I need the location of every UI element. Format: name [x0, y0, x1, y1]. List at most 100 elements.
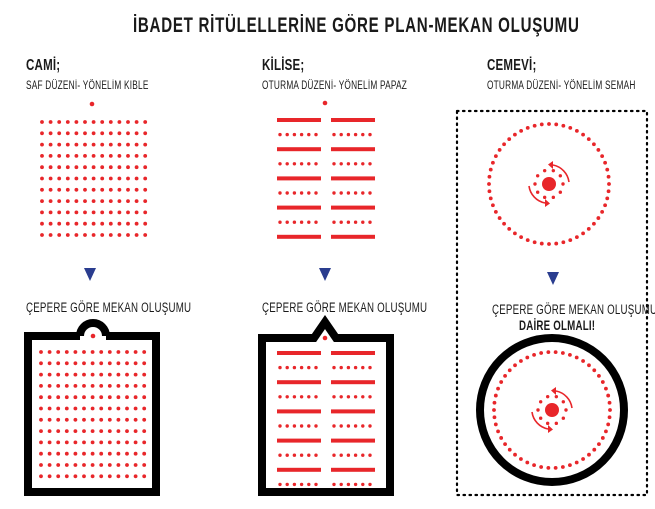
cami-congregation-dot: [133, 463, 138, 467]
cami-congregation-dot: [125, 395, 129, 400]
cami-congregation-dot: [143, 165, 148, 170]
cami-congregation-dot: [107, 451, 112, 456]
cami-congregation-dot: [56, 372, 61, 377]
cemevi-ring-dot: [574, 460, 579, 465]
cami-congregation-dot: [57, 142, 62, 147]
kilise-seat-dot: [278, 365, 282, 370]
cemevi-ring-dot: [564, 408, 568, 412]
kilise-seat-dot: [339, 220, 343, 224]
cami-congregation-dot: [117, 221, 122, 226]
kilise-seat-dot: [353, 482, 358, 487]
cemevi-ring-dot: [560, 465, 565, 469]
kilise-seat-dot: [353, 395, 358, 399]
cemevi-ring-dot: [558, 174, 563, 178]
cami-congregation-dot: [39, 451, 43, 456]
kilise-seat-dot: [278, 453, 282, 457]
cami-congregation-dot: [74, 176, 79, 181]
cemevi-enclosure-wall: [476, 334, 628, 486]
cemevi-ring-dot: [497, 216, 502, 220]
cemevi-ring-dot: [499, 380, 504, 384]
cami-congregation-dot: [40, 187, 44, 192]
cemevi-ring-dot: [507, 227, 512, 231]
cemevi-ring-dot: [553, 465, 558, 470]
kilise-seat-dot: [353, 162, 358, 166]
cemevi-ring-dot: [493, 154, 498, 159]
cemevi-semah-center: [545, 403, 559, 417]
cami-congregation-dot: [48, 165, 53, 170]
kilise-seat-dot: [307, 162, 311, 166]
cami-congregation-dot: [116, 361, 121, 366]
cami-congregation-dot: [82, 417, 86, 422]
cami-congregation-dot: [65, 142, 70, 147]
kilise-seat-dot: [368, 395, 372, 399]
cemevi-ring-dot: [586, 227, 591, 231]
cami-congregation-dot: [142, 384, 147, 388]
cemevi-ring-dot: [592, 368, 597, 373]
cami-congregation-dot: [107, 406, 112, 411]
cami-congregation-dot: [133, 451, 138, 456]
cemevi-ring-dot: [596, 148, 601, 152]
cami-congregation-dot: [56, 406, 61, 411]
cami-congregation-dot: [117, 176, 122, 181]
cami-congregation-dot: [108, 233, 113, 237]
cami-congregation-dot: [134, 187, 139, 192]
kilise-seat-dot: [361, 365, 365, 370]
cami-congregation-dot: [74, 221, 79, 226]
kilise-seat-dot: [346, 453, 351, 457]
cami-congregation-dot: [142, 350, 147, 354]
cami-congregation-dot: [82, 440, 86, 445]
kilise-seat-dot: [368, 162, 372, 166]
cemevi-ring-dot: [545, 394, 550, 399]
cemevi-ring-dot: [603, 203, 608, 208]
kilise-seat-dot: [307, 453, 311, 457]
cemevi-ring-dot: [538, 400, 543, 404]
cami-congregation-dot: [65, 199, 70, 204]
kilise-seat-dot: [346, 220, 351, 224]
cemevi-ring-dot: [503, 442, 507, 446]
cemevi-ring-dot: [607, 182, 611, 186]
kilise-seat-dot: [339, 395, 343, 399]
cami-congregation-dot: [65, 154, 70, 158]
cami-congregation-dot: [126, 187, 130, 192]
cami-congregation-dot: [39, 350, 43, 354]
cemevi-ring-dot: [581, 457, 585, 461]
cemevi-ring-dot: [587, 452, 591, 457]
kilise-seat-dot: [314, 365, 318, 370]
cami-congregation-dot: [82, 361, 86, 366]
cemevi-ring-dot: [532, 463, 536, 468]
cami-congregation-dot: [91, 187, 96, 192]
cami-congregation-dot: [126, 142, 130, 147]
cami-congregation-dot: [134, 199, 139, 204]
kilise-seat-dot: [285, 453, 289, 457]
cemevi-ring-dot: [496, 429, 500, 434]
cami-congregation-dot: [142, 429, 147, 433]
cemevi-dotted-frame: [455, 109, 649, 497]
rotation-arrow-icon: [531, 411, 549, 430]
cemevi-ring-dot: [592, 447, 597, 452]
cami-congregation-dot: [125, 417, 129, 422]
cami-congregation-dot: [116, 395, 121, 400]
cami-congregation-dot: [90, 384, 95, 388]
cemevi-down-arrow-icon: [547, 272, 559, 285]
cami-congregation-dot: [100, 210, 105, 215]
cami-congregation-dot: [83, 210, 87, 215]
kilise-subtitle: OTURMA DÜZENİ- YÖNELİM PAPAZ: [262, 80, 407, 92]
cami-congregation-dot: [74, 120, 79, 124]
cami-congregation-dot: [48, 154, 53, 158]
cami-congregation-dot: [73, 451, 78, 456]
cami-congregation-dot: [64, 406, 69, 411]
kilise-seat-dot: [285, 395, 289, 399]
cami-congregation-dot: [40, 165, 44, 170]
cami-congregation-dot: [83, 176, 87, 181]
cami-congregation-dot: [56, 361, 61, 366]
cami-congregation-dot: [125, 451, 129, 456]
cemevi-ring-dot: [597, 374, 601, 378]
cemevi-ring-dot: [493, 393, 498, 398]
kilise-seat-dot: [292, 220, 297, 224]
cami-congregation-dot: [108, 176, 113, 181]
kilise-seat-dot: [292, 132, 297, 137]
cami-caption: ÇEPERE GÖRE MEKAN OLUŞUMU: [26, 300, 192, 315]
cami-congregation-dot: [82, 350, 86, 354]
cami-congregation-dot: [83, 233, 87, 237]
cami-congregation-dot: [107, 429, 112, 433]
